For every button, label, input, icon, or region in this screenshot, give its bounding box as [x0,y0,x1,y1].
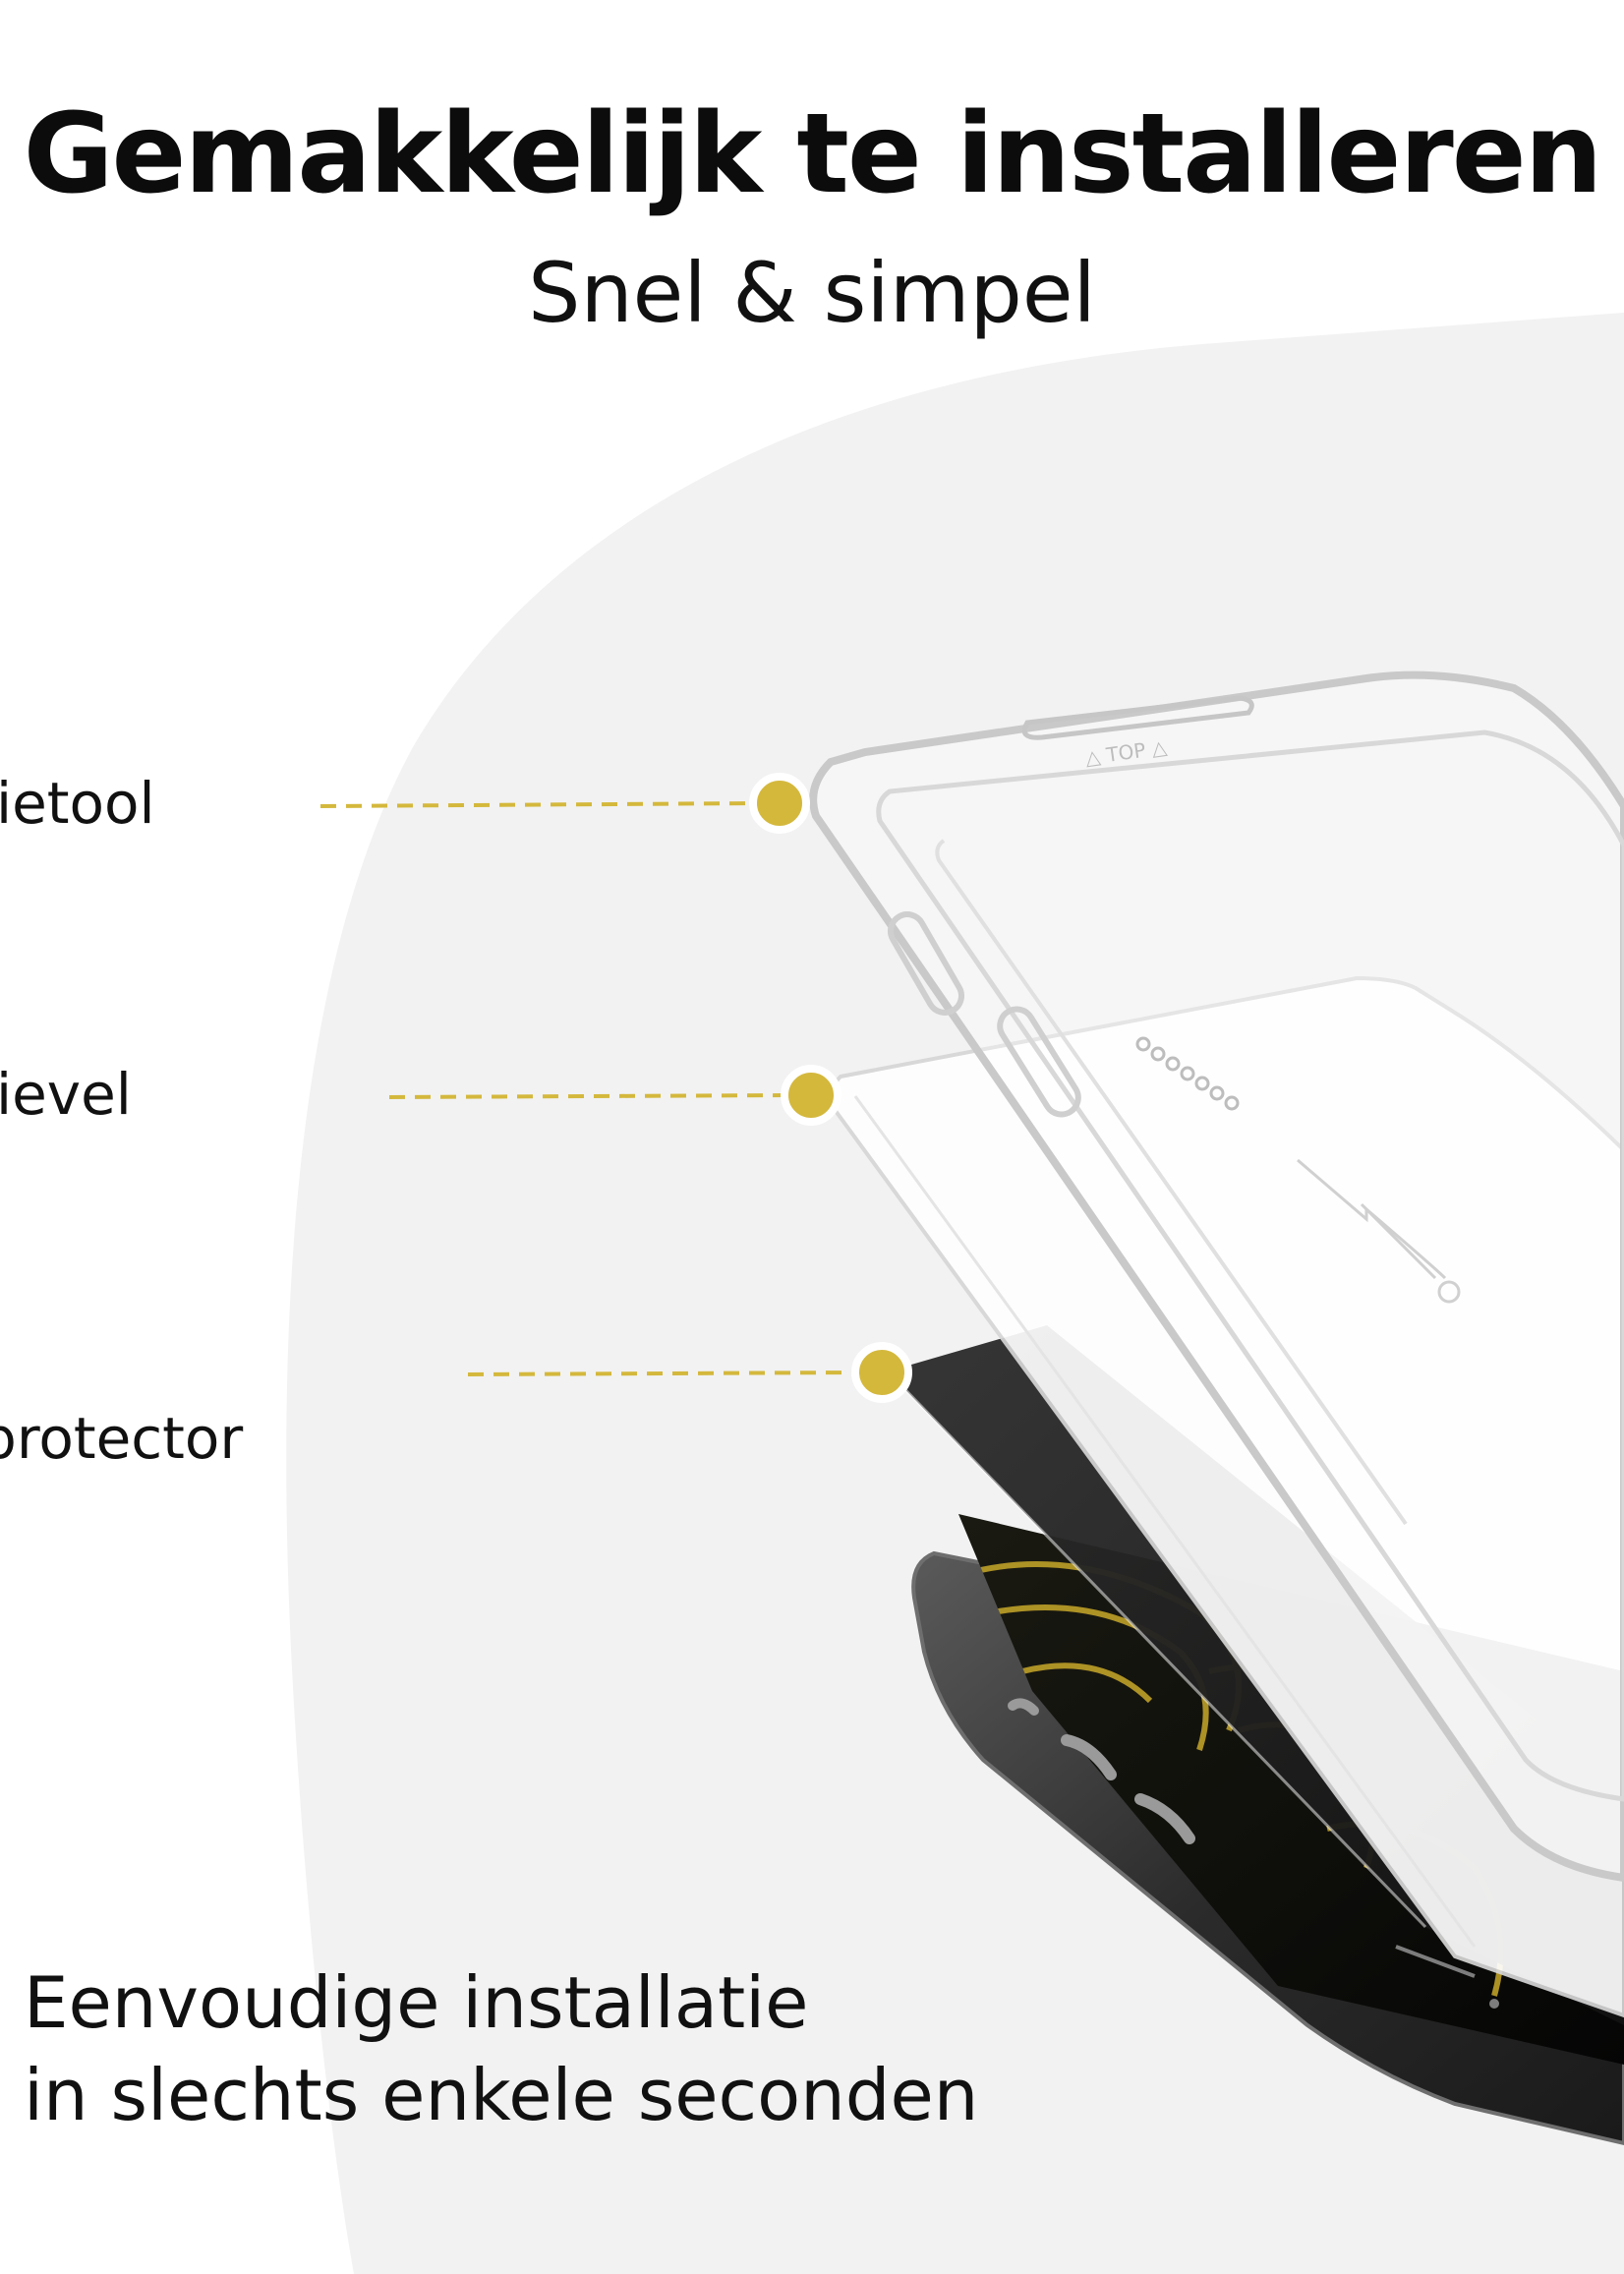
footer-line-2: in slechts enkele seconden [24,2054,979,2136]
footer-description: Eenvoudige installatie in slechts enkele… [24,1956,978,2141]
page-subtitle: Snel & simpel [528,245,1096,341]
page-title: Gemakkelijk te installeren [23,90,1603,218]
installation-frame: △ TOP △ [809,671,1624,1883]
callout-dots [749,773,912,1403]
callout-dot-icon [851,1342,912,1403]
callout-label-protector: protector [0,1405,244,1472]
callout-label-film: ievel [0,1061,132,1128]
footer-line-1: Eenvoudige installatie [24,1961,809,2044]
callout-dot-icon [781,1065,841,1126]
callout-lines [319,801,858,1376]
callout-label-frame: ietool [0,770,155,837]
callout-dot-icon [749,773,810,834]
